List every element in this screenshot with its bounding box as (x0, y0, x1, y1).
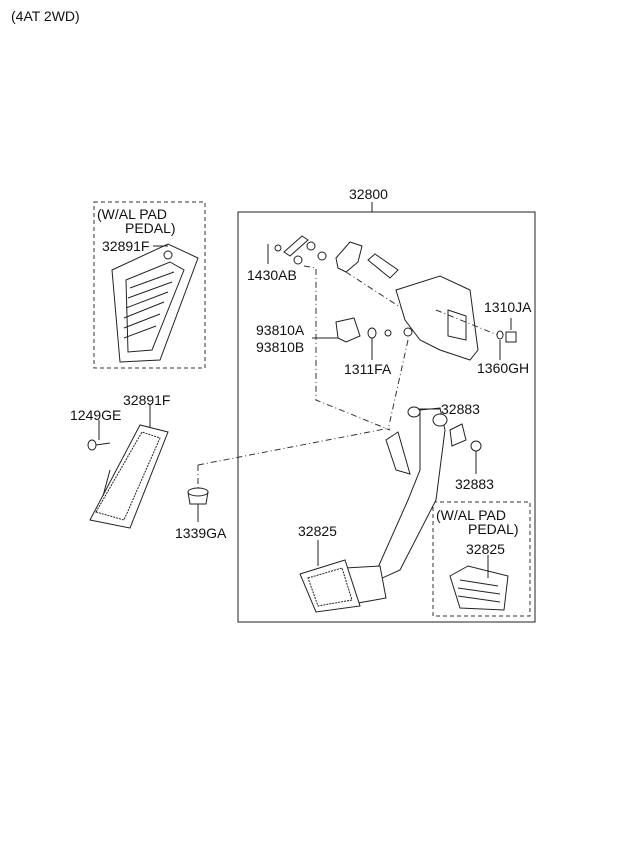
switch-93810 (335, 317, 361, 343)
accel-pad-aluminum (111, 243, 199, 363)
assembly-label: 32800 (349, 186, 388, 202)
variant-label: (4AT 2WD) (11, 8, 80, 24)
part-label-1430AB: 1430AB (247, 267, 297, 283)
brake-pad (299, 559, 387, 613)
nut-1311FA (367, 327, 377, 339)
part-label-1360GH: 1360GH (477, 360, 530, 376)
part-label-1311FA: 1311FA (344, 361, 392, 377)
part-label-32891F: 32891F (123, 392, 171, 408)
pedal-bracket (395, 275, 479, 361)
part-label-1339GA: 1339GA (175, 525, 227, 541)
option-box-brake (432, 501, 531, 617)
part-label-1310JA: 1310JA (484, 299, 532, 315)
part-label-93810A: 93810A (256, 322, 305, 338)
part-label-1249GE: 1249GE (70, 407, 122, 423)
link-parts (274, 235, 399, 279)
brake-pad-aluminum (449, 565, 509, 611)
option-box-accel (93, 201, 206, 369)
accel-pad (89, 424, 169, 529)
part-label-32883-top: 32883 (441, 401, 480, 417)
assembly-frame (237, 211, 536, 623)
part-label-93810B: 93810B (256, 339, 305, 355)
washer-1360GH (496, 330, 504, 340)
part-label-32825: 32825 (298, 523, 337, 539)
dashed-link-1339GA (197, 427, 391, 466)
option-box-brake-part: 32825 (466, 541, 505, 557)
bushing-32883 (470, 440, 482, 452)
option-box-brake-subtitle: PEDAL) (468, 521, 519, 537)
dashed-link-rod (303, 265, 391, 431)
return-spring (449, 423, 467, 447)
option-box-accel-subtitle: PEDAL) (125, 220, 176, 236)
brake-pedal-arm (375, 406, 448, 581)
option-box-accel-part: 32891F (102, 238, 150, 254)
nut-1339GA (187, 487, 209, 505)
nut-1310JA (505, 331, 517, 343)
screw-1249GE (87, 439, 111, 451)
option-box-brake-title: (W/AL PAD (436, 507, 507, 523)
option-box-accel-title: (W/AL PAD (97, 206, 168, 222)
part-label-32883-bottom: 32883 (455, 476, 494, 492)
